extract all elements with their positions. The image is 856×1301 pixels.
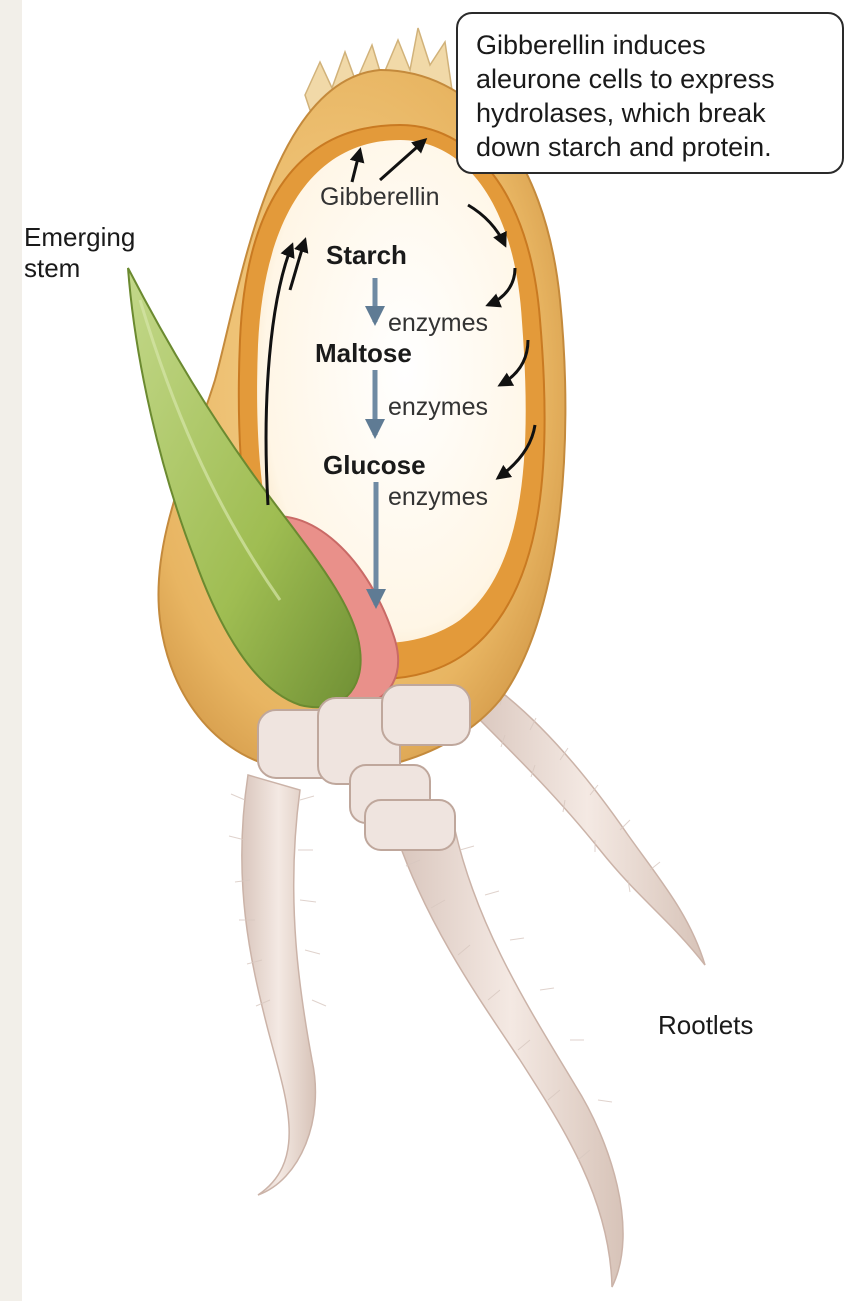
callout-line-4: down starch and protein.	[476, 130, 832, 164]
emerging-stem-label: Emerging stem	[24, 222, 135, 284]
enzymes-label-3: enzymes	[388, 482, 488, 513]
emerging-stem-label-line-1: Emerging	[24, 222, 135, 253]
gibberellin-callout: Gibberellin induces aleurone cells to ex…	[456, 12, 844, 174]
maltose-label: Maltose	[315, 338, 412, 369]
emerging-stem-label-line-2: stem	[24, 253, 135, 284]
callout-line-2: aleurone cells to express	[476, 62, 832, 96]
starch-label: Starch	[326, 240, 407, 271]
callout-line-1: Gibberellin induces	[476, 28, 832, 62]
glucose-label: Glucose	[323, 450, 426, 481]
callout-line-3: hydrolases, which break	[476, 96, 832, 130]
enzymes-label-1: enzymes	[388, 308, 488, 339]
rootlets-label: Rootlets	[658, 1010, 753, 1041]
gibberellin-label: Gibberellin	[320, 182, 440, 213]
enzymes-label-2: enzymes	[388, 392, 488, 423]
rootlet-center	[398, 830, 623, 1287]
rootlets	[242, 695, 705, 1287]
rootlet-left	[242, 775, 316, 1195]
